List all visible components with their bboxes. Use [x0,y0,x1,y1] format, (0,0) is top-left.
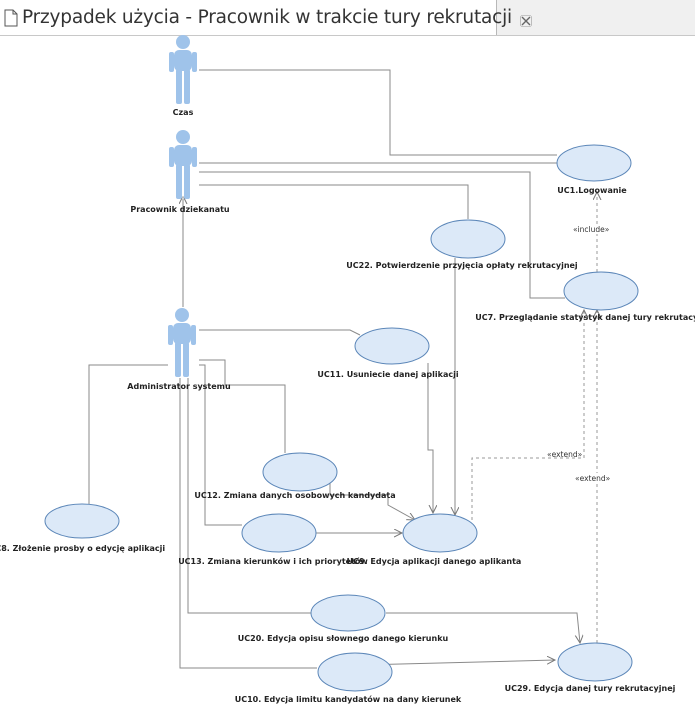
include-stereotype: «include» [573,225,610,234]
actor-admin-label: Administrator systemu [127,382,231,391]
usecase-uc10[interactable] [317,652,393,692]
line-pracownik-uc7 [199,171,565,299]
usecase-uc7[interactable] [563,271,639,311]
editor-tab-title: Przypadek użycia - Pracownik w trakcie t… [22,7,512,28]
document-icon [4,9,18,27]
usecase-uc29-label: UC29. Edycja danej tury rekrutacyjnej [505,684,676,693]
usecase-uc9-label: UC9. Edycja aplikacji danego aplikanta [347,557,522,566]
extend-stereotype-2: «extend» [575,474,611,483]
line-pracownik-uc22 [199,184,469,219]
usecase-uc8-label: UC8. Złożenie prosby o edycję aplikacji [0,544,165,553]
usecase-uc12[interactable] [262,452,338,492]
association-lines [88,69,565,669]
actor-czas-label: Czas [173,108,194,117]
line-uc10-uc29 [363,660,555,666]
usecase-uc8[interactable] [44,503,120,539]
usecase-uc9[interactable] [402,513,478,553]
usecase-uc29[interactable] [557,642,633,682]
line-uc8-admin [88,364,168,505]
usecase-uc1[interactable] [556,144,632,182]
usecase-uc20[interactable] [310,594,386,632]
line-uc12-uc9 [329,465,415,520]
line-admin-uc12 [199,359,286,453]
usecase-uc22[interactable] [430,219,506,259]
actor-czas[interactable]: Czas [168,35,198,117]
usecase-uc20-label: UC20. Edycja opisu słownego danego kieru… [238,634,449,643]
line-uc11-uc9 [427,363,433,513]
usecase-uc13-label: UC13. Zmiana kierunków i ich priorytetów [178,556,368,566]
usecase-uc13[interactable] [241,513,317,553]
line-extend-uc9-uc7 [471,310,584,520]
usecase-uc1-label: UC1.Logowanie [557,186,627,195]
line-uc20-uc29 [386,612,580,643]
actor-administrator-systemu[interactable]: Administrator systemu [127,308,231,391]
line-czas-uc1 [199,69,557,156]
usecase-uc12-label: UC12. Zmiana danych osobowych kandydata [194,491,395,500]
line-admin-uc13 [199,364,242,526]
usecase-uc11[interactable] [354,327,430,365]
close-icon[interactable] [520,12,532,27]
usecase-uc10-label: UC10. Edycja limitu kandydatów na dany k… [235,694,462,704]
usecase-uc7-label: UC7. Przeglądanie statystyk danej tury r… [475,313,695,322]
editor-tab-bar: Przypadek użycia - Pracownik w trakcie t… [0,0,695,36]
actor-pracownik-label: Pracownik dziekanatu [130,205,230,214]
usecase-uc11-label: UC11. Usuniecie danej aplikacji [317,370,458,379]
line-admin-uc20 [187,378,312,614]
line-admin-uc10 [179,378,317,669]
extend-stereotype-1: «extend» [547,450,583,459]
usecase-uc22-label: UC22. Potwierdzenie przyjęcia opłaty rek… [346,261,578,270]
actor-pracownik-dziekanatu[interactable]: Pracownik dziekanatu [130,130,230,214]
line-admin-uc11 [199,329,361,336]
editor-tab[interactable]: Przypadek użycia - Pracownik w trakcie t… [0,0,532,35]
